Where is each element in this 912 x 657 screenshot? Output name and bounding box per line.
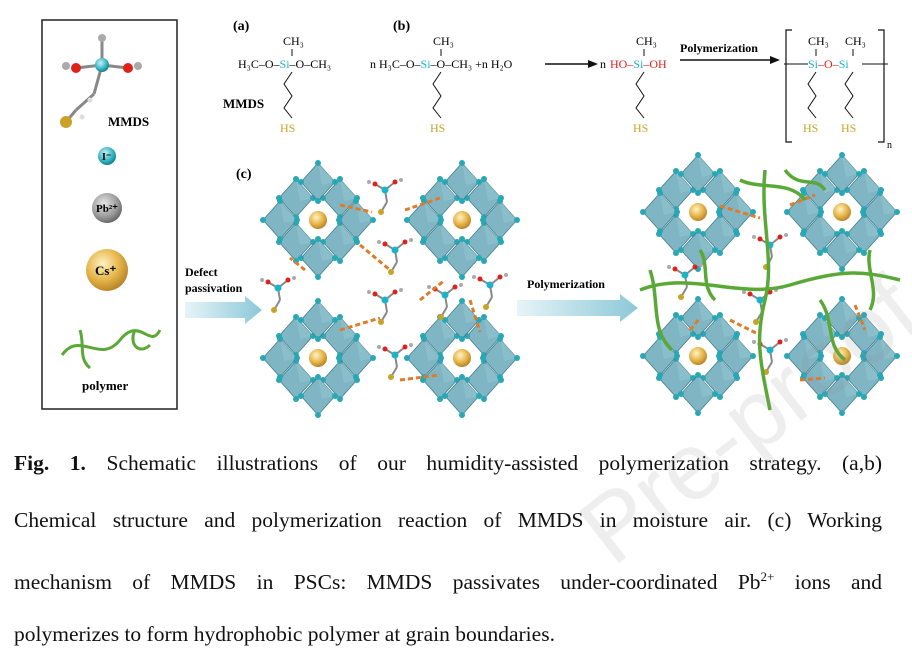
panel-b-product-ch3: CH₃	[636, 34, 657, 48]
lead-ion-icon	[92, 193, 122, 223]
svg-text:Defect passivation: Defect passivation	[185, 265, 243, 295]
figure-label: Fig. 1.	[14, 451, 86, 475]
caption-line-3: mechanism of MMDS in PSCs: MMDS passivat…	[14, 569, 882, 595]
panel-b-label: (b)	[393, 19, 410, 34]
polymer-backbone: Si–O–Si	[808, 57, 849, 71]
caption-line-2: Chemical structure and polymerization re…	[14, 508, 882, 532]
polymerization-arrow	[517, 294, 638, 322]
cesium-ion-icon	[86, 249, 128, 291]
legend-mmds-label: MMDS	[108, 114, 149, 129]
panel-b-ch3: CH₃	[433, 34, 454, 48]
panel-a: (a) CH₃ H₃C–O–Si–O–CH₃ MMDS HS	[223, 19, 331, 135]
panel-b-reactant: n H₃C–O–Si–O–CH₃ +n H₂O	[370, 57, 513, 71]
panel-b: (b) CH₃ n H₃C–O–Si–O–CH₃ +n H₂O HS CH₃ n…	[370, 19, 892, 151]
defect-passivation-arrow	[185, 296, 262, 324]
legend-box: MMDS I⁻ Pb²⁺ Cs⁺ polymer	[41, 19, 178, 410]
polymerization-arrow-label: Polymerization	[680, 41, 758, 55]
mmds-molecule-icon	[60, 34, 142, 128]
panel-c-label: (c)	[236, 167, 252, 182]
polymer-ch3-2: CH₃	[845, 34, 866, 48]
legend-cesium-label: Cs⁺	[95, 263, 116, 278]
arrow2-label: Polymerization	[527, 277, 605, 291]
polymer-hs-1: HS	[803, 121, 818, 135]
panel-a-label: (a)	[233, 19, 250, 34]
polymer-hs-2: HS	[841, 121, 856, 135]
perovskite-lattice-polymerized	[639, 152, 901, 416]
panel-b-thiol: HS	[430, 121, 445, 135]
polymer-ch3-1: CH₃	[808, 34, 829, 48]
legend-lead-label: Pb²⁺	[96, 203, 118, 215]
panel-a-ch3: CH₃	[283, 34, 304, 48]
polymer-subscript-n: n	[887, 140, 892, 151]
legend-polymer-label: polymer	[82, 378, 128, 393]
panel-c: (c)	[185, 152, 901, 418]
arrow1-label-line1: Defect	[185, 265, 218, 279]
caption-line-4: polymerizes to form hydrophobic polymer …	[14, 622, 555, 646]
polymer-chain-icon	[60, 329, 162, 370]
figure-1-schematic: MMDS I⁻ Pb²⁺ Cs⁺ polymer (a) CH₃ H₃C–O–S…	[41, 19, 901, 440]
perovskite-lattice-passivated	[259, 160, 520, 418]
panel-a-formula: H₃C–O–Si–O–CH₃	[238, 57, 331, 71]
iodide-ion-icon	[98, 147, 116, 165]
legend-iodide-label: I⁻	[102, 152, 111, 163]
panel-b-product-thiol: HS	[633, 121, 648, 135]
polymer-network	[639, 168, 901, 411]
panel-a-name: MMDS	[223, 96, 264, 111]
caption-line-1: Fig. 1. Schematic illustrations of our h…	[14, 451, 883, 475]
arrow1-label-line2: passivation	[185, 281, 243, 295]
panel-a-thiol: HS	[280, 121, 295, 135]
